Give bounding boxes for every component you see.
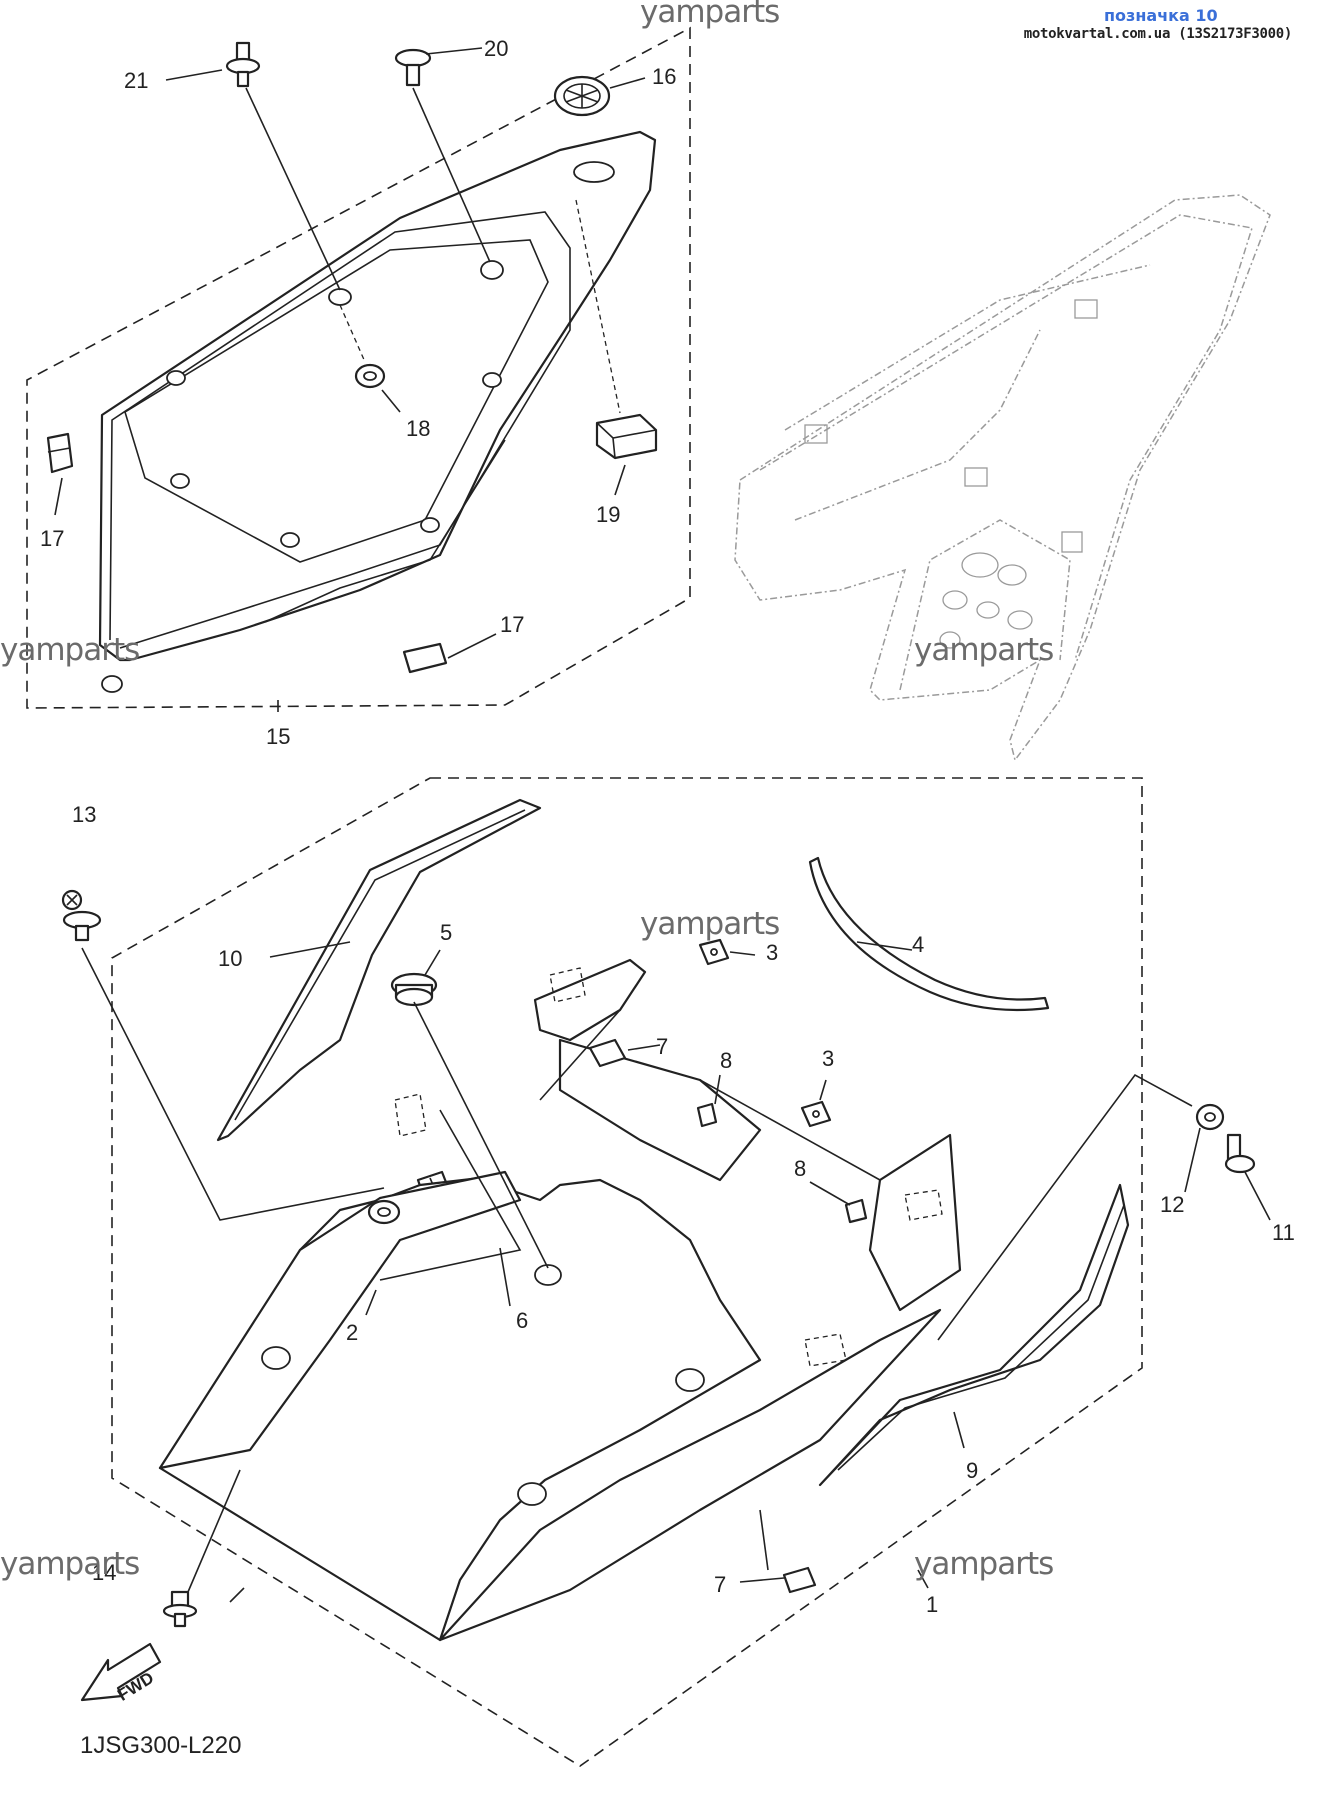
watermark: yamparts [0,632,140,668]
callout-19[interactable]: 19 [596,502,620,527]
watermark: yamparts [0,1546,140,1582]
callout-13[interactable]: 13 [72,802,96,827]
part-11-bolt[interactable] [1224,1133,1256,1174]
callout-8-a[interactable]: 8 [720,1048,732,1073]
assembly-1-boundary [111,777,1143,1767]
callout-18[interactable]: 18 [406,416,430,441]
part-7-damper-a[interactable] [588,1038,627,1068]
callout-8-b[interactable]: 8 [794,1156,806,1181]
fwd-arrow-icon: FWD [80,1642,162,1705]
part-9-stripe[interactable] [818,1183,1130,1487]
callout-11[interactable]: 11 [1272,1220,1295,1245]
callout-15[interactable]: 15 [266,724,290,749]
header-source: motokvartal.com.ua (13S2173F3000) [1023,26,1293,42]
part-18-washer[interactable] [354,363,386,389]
watermark: yamparts [640,906,780,942]
callout-2[interactable]: 2 [346,1320,358,1345]
callout-7-b[interactable]: 7 [714,1572,726,1597]
part-2-washer[interactable] [367,1199,401,1225]
part-19-damper[interactable] [595,413,658,460]
callout-17-a[interactable]: 17 [40,526,64,551]
part-8-damper-b[interactable] [844,1198,868,1224]
part-3-nut-b[interactable] [800,1100,832,1128]
part-8-damper-a[interactable] [696,1102,718,1128]
callout-7-a[interactable]: 7 [656,1034,668,1059]
callout-5[interactable]: 5 [440,920,452,945]
part-20-bolt[interactable] [394,48,432,87]
callout-6[interactable]: 6 [516,1308,528,1333]
part-10-stripe[interactable] [216,798,542,1142]
callout-9[interactable]: 9 [966,1458,978,1483]
callout-17-b[interactable]: 17 [500,612,524,637]
watermark: yamparts [914,1546,1054,1582]
part-13-rivet[interactable] [61,889,102,942]
assembly-15-boundary [26,26,691,709]
callout-10[interactable]: 10 [218,946,242,971]
callout-14[interactable]: 14 [92,1560,116,1585]
callout-12[interactable]: 12 [1160,1192,1184,1217]
watermark: yamparts [640,0,780,30]
part-4-trim[interactable] [808,856,1050,1012]
callout-16[interactable]: 16 [652,64,676,89]
callout-3-b[interactable]: 3 [822,1046,834,1071]
part-16-grommet[interactable] [553,75,611,117]
header-title[interactable]: позначка 10 [1104,6,1218,25]
callout-4[interactable]: 4 [912,932,924,957]
callout-21[interactable]: 21 [124,68,148,93]
part-5-grommet[interactable] [390,972,438,1007]
callout-3-a[interactable]: 3 [766,940,778,965]
part-15-cowling[interactable] [98,130,657,693]
callout-20[interactable]: 20 [484,36,508,61]
part-3-nut-a[interactable] [698,938,730,966]
watermark: yamparts [914,632,1054,668]
part-14-rivet[interactable] [162,1590,198,1628]
part-12-washer[interactable] [1195,1103,1225,1131]
rear-frame-reference [734,194,1271,762]
part-17-damper-b[interactable] [402,642,448,674]
part-17-damper-a[interactable] [46,432,74,474]
part-21-rivet[interactable] [225,41,261,88]
callout-1[interactable]: 1 [926,1592,938,1617]
diagram-code: 1JSG300-L220 [80,1732,242,1759]
part-1-side-cover[interactable] [158,958,962,1642]
part-7-damper-b[interactable] [782,1566,817,1594]
